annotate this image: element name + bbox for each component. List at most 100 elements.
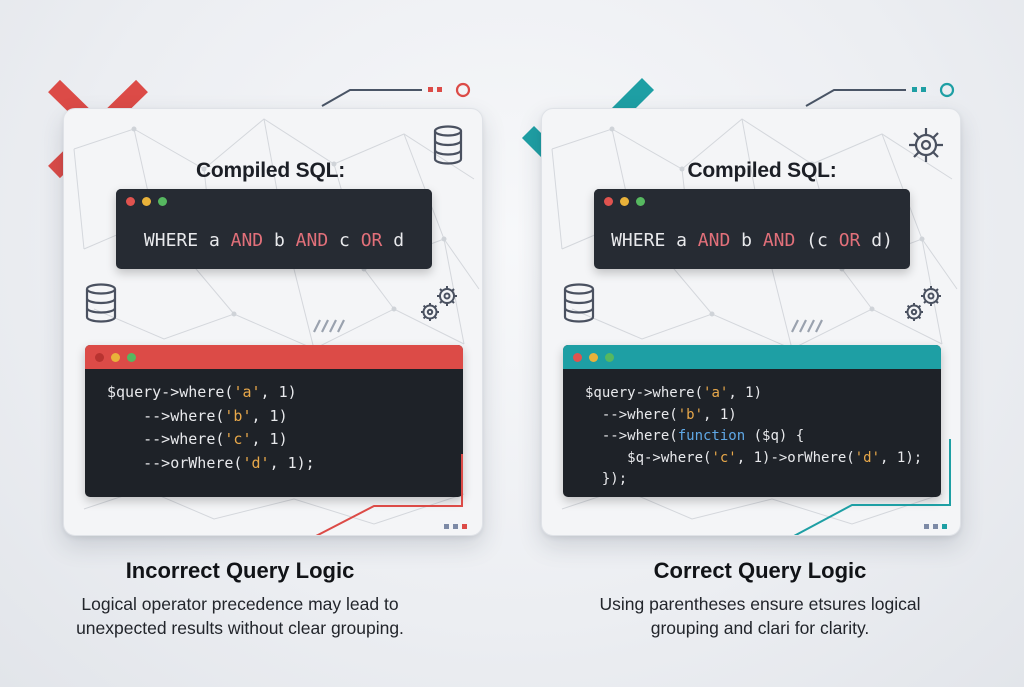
decor-line-top: [805, 82, 955, 107]
minimize-dot-icon: [589, 353, 598, 362]
code-string: 'a': [703, 385, 729, 401]
code-token: , 1);: [880, 449, 923, 466]
code-string: 'b': [677, 406, 704, 423]
terminal-title-bar: [116, 189, 432, 213]
sql-token: b: [263, 230, 296, 251]
code-token: -->where(: [585, 428, 678, 444]
code-string: 'd': [854, 449, 881, 466]
code-token: });: [585, 471, 628, 487]
maximize-dot-icon: [127, 353, 136, 362]
database-icon: [84, 283, 118, 323]
compiled-sql-text: WHERE a AND b AND (c OR d): [594, 230, 910, 251]
code-keyword: function: [677, 428, 746, 444]
code-line: $q->where('c', 1)->orWhere('d', 1);: [585, 448, 922, 470]
maximize-dot-icon: [158, 197, 167, 206]
panel-description: Logical operator precedence may lead to …: [0, 592, 496, 640]
gear-icon: [906, 125, 946, 165]
code-token: , 1): [251, 406, 288, 425]
code-token: , 1): [251, 430, 288, 448]
code-token: ($q) {: [745, 428, 805, 444]
description-line: Logical operator precedence may lead to: [81, 594, 399, 614]
code-token: -->orWhere(: [107, 453, 243, 472]
decor-line-top: [321, 82, 471, 107]
decor-line-bottom: [315, 454, 467, 535]
panel-title: Incorrect Query Logic: [125, 558, 355, 583]
panel-description: Using parentheses ensure etsures logical…: [504, 592, 1016, 640]
sql-keyword: OR: [360, 230, 383, 251]
sql-token: (c: [795, 230, 839, 251]
code-string: 'c': [224, 430, 252, 448]
maximize-dot-icon: [605, 353, 614, 362]
compiled-sql-label: Compiled SQL:: [687, 159, 837, 182]
decor-line-bottom: [793, 439, 951, 535]
sql-token: WHERE a: [611, 230, 698, 251]
code-token: , 1)->orWhere(: [736, 449, 855, 466]
correct-panel: Compiled SQL: WHERE a AND b AND (c OR d): [512, 0, 1024, 687]
close-dot-icon: [573, 353, 582, 362]
sql-keyword: AND: [697, 230, 731, 251]
code-string: 'b': [224, 406, 252, 425]
description-line: unexpected results without clear groupin…: [76, 618, 404, 638]
sql-keyword: AND: [295, 230, 329, 251]
sql-keyword: AND: [230, 230, 264, 251]
code-token: -->where(: [585, 406, 678, 423]
terminal-title-bar: [563, 345, 941, 369]
code-string: 'a': [233, 383, 261, 401]
close-dot-icon: [126, 197, 135, 206]
compiled-sql-text: WHERE a AND b AND c OR d: [116, 230, 432, 251]
minimize-dot-icon: [620, 197, 629, 206]
code-token: -->where(: [107, 430, 225, 448]
code-token: $query->where(: [107, 383, 234, 401]
sql-keyword: OR: [838, 230, 861, 251]
sql-token: d: [382, 230, 405, 251]
code-token: , 1): [728, 385, 763, 401]
sql-token: c: [328, 230, 361, 251]
compiled-sql-terminal: WHERE a AND b AND (c OR d): [594, 189, 910, 269]
minimize-dot-icon: [111, 353, 120, 362]
decor-slashes: [313, 319, 345, 333]
close-dot-icon: [95, 353, 104, 362]
terminal-title-bar: [85, 345, 463, 369]
code-line: $query->where('a', 1): [585, 383, 922, 405]
code-line: $query->where('a', 1): [107, 381, 315, 405]
code-string: 'd': [242, 453, 270, 472]
incorrect-card: Compiled SQL: WHERE a AND b AND c OR d: [63, 108, 483, 536]
code-line: -->where('c', 1): [107, 428, 315, 452]
minimize-dot-icon: [142, 197, 151, 206]
maximize-dot-icon: [636, 197, 645, 206]
code-line: -->where(function ($q) {: [585, 426, 922, 448]
sql-keyword: AND: [762, 230, 796, 251]
gears-icon: [418, 283, 464, 325]
close-dot-icon: [604, 197, 613, 206]
query-builder-terminal: $query->where('a', 1) -->where('b', 1) -…: [563, 345, 941, 497]
code-line: });: [585, 469, 922, 491]
incorrect-panel: Compiled SQL: WHERE a AND b AND c OR d: [0, 79, 496, 640]
code-string: 'c': [711, 449, 737, 466]
database-icon: [562, 283, 596, 323]
decor-slashes: [791, 319, 823, 333]
panel-title: Correct Query Logic: [653, 558, 867, 583]
sql-token: WHERE a: [143, 230, 231, 251]
correct-card: Compiled SQL: WHERE a AND b AND (c OR d): [541, 108, 961, 536]
code-token: $query->where(: [585, 385, 704, 401]
code-line: -->where('b', 1): [585, 405, 922, 427]
code-token: $q->where(: [585, 449, 712, 466]
compiled-sql-label: Compiled SQL:: [195, 159, 346, 182]
query-builder-terminal: $query->where('a', 1) -->where('b', 1) -…: [85, 345, 463, 497]
compiled-sql-terminal: WHERE a AND b AND c OR d: [116, 189, 432, 269]
code-token: , 1);: [269, 453, 315, 472]
code-token: , 1): [703, 406, 737, 423]
code-line: -->orWhere('d', 1);: [107, 452, 315, 476]
code-token: -->where(: [107, 406, 225, 425]
code-line: -->where('b', 1): [107, 405, 315, 429]
description-line: grouping and clari for clarity.: [650, 618, 870, 638]
description-line: Using parentheses ensure etsures logical: [599, 594, 921, 614]
database-icon: [432, 125, 464, 165]
sql-token: b: [730, 230, 763, 251]
query-builder-code: $query->where('a', 1) -->where('b', 1) -…: [585, 383, 922, 491]
terminal-title-bar: [594, 189, 910, 213]
sql-token: d): [860, 230, 893, 251]
query-builder-code: $query->where('a', 1) -->where('b', 1) -…: [107, 381, 315, 475]
gears-icon: [902, 283, 948, 325]
code-token: , 1): [260, 383, 297, 401]
